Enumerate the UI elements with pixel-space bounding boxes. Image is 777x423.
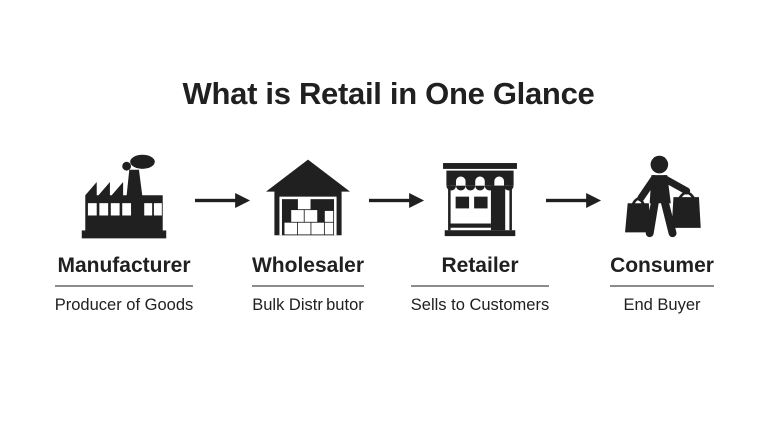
stage-retailer: Retailer Sells to Customers bbox=[390, 150, 570, 315]
shopper-icon bbox=[617, 150, 707, 242]
stage-label-block: Consumer End Buyer bbox=[610, 254, 714, 315]
stage-name: Consumer bbox=[610, 254, 714, 277]
stage-name: Retailer bbox=[441, 254, 519, 277]
stage-label-block: Retailer Sells to Customers bbox=[410, 254, 550, 315]
stage-wholesaler: Wholesaler Bulk Distr butor bbox=[218, 150, 398, 315]
label-divider bbox=[251, 285, 365, 288]
stage-description: Sells to Customers bbox=[410, 296, 550, 315]
stage-name: Manufacturer bbox=[57, 254, 191, 277]
stage-consumer: Consumer End Buyer bbox=[572, 150, 752, 315]
stage-description: Bulk Distr butor bbox=[252, 296, 364, 315]
right-arrow-icon bbox=[369, 191, 425, 215]
label-divider bbox=[610, 285, 714, 288]
label-divider bbox=[54, 285, 194, 288]
stage-label-block: Wholesaler Bulk Distr butor bbox=[251, 254, 365, 315]
stage-name: Wholesaler bbox=[251, 254, 365, 277]
factory-icon bbox=[80, 150, 168, 242]
page-title: What is Retail in One Glance bbox=[182, 76, 595, 111]
stage-description: Producer of Goods bbox=[54, 296, 194, 315]
right-arrow-icon bbox=[195, 191, 251, 215]
stage-label-block: Manufacturer Producer of Goods bbox=[54, 254, 194, 315]
stage-description: End Buyer bbox=[623, 296, 701, 315]
right-arrow-icon bbox=[546, 191, 602, 215]
label-divider bbox=[410, 285, 550, 288]
storefront-icon bbox=[434, 150, 526, 242]
warehouse-icon bbox=[262, 150, 354, 242]
stage-manufacturer: Manufacturer Producer of Goods bbox=[34, 150, 214, 315]
